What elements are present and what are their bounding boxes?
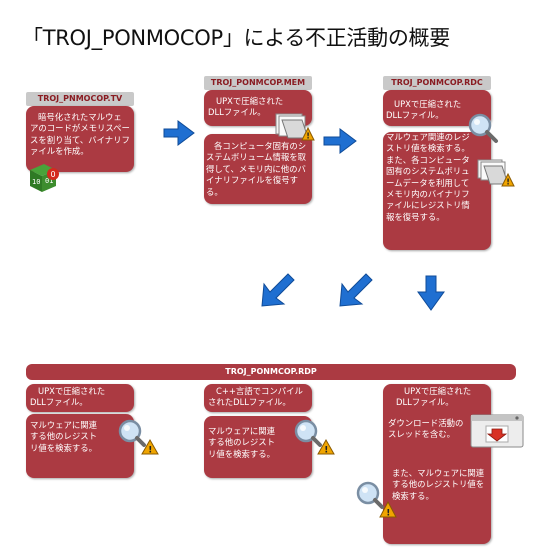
rdp-header-bar bbox=[26, 364, 516, 380]
svg-text:!: ! bbox=[306, 132, 310, 141]
svg-text:!: ! bbox=[506, 178, 510, 187]
mem-text: 各コンピュータ固有のシステムボリューム情報を取得して、メモリ内に他のバイナリファ… bbox=[206, 141, 307, 197]
rdp-col1-upx: UPXで圧縮されたDLLファイル。 bbox=[30, 386, 106, 408]
magnifier-warning-icon: ! bbox=[118, 419, 159, 456]
blue-arrow-icon bbox=[261, 273, 295, 307]
tv-box bbox=[26, 106, 134, 172]
rdc-text-box bbox=[383, 132, 491, 250]
rdc-text: マルウェア関連のレジストリ値を検索する。また、各コンピュータ固有のシステムボリュ… bbox=[386, 132, 470, 222]
mem-text-box bbox=[204, 134, 312, 204]
svg-text:0: 0 bbox=[51, 170, 56, 179]
mem-upx-text: UPXで圧縮されたDLLファイル。 bbox=[208, 96, 284, 118]
blue-arrow-icon bbox=[323, 128, 357, 154]
magnifier-warning-icon: ! bbox=[294, 419, 335, 456]
folder-warning-icon: ! bbox=[275, 113, 315, 141]
magnifier-warning-icon: ! bbox=[356, 481, 397, 519]
tv-header: TROJ_PNMOCOP.TV bbox=[26, 92, 134, 106]
svg-text:01: 01 bbox=[45, 177, 53, 185]
blue-arrow-icon bbox=[417, 275, 445, 311]
rdc-upx-text: UPXで圧縮されたDLLファイル。 bbox=[386, 99, 462, 121]
blue-arrow-icon bbox=[163, 120, 195, 146]
rdp-col2-upx: C++言語でコンパイルされたDLLファイル。 bbox=[208, 386, 303, 408]
rdc-header: TROJ_PONMCOP.RDC bbox=[383, 76, 491, 90]
rdp-col3-text2: また、マルウェアに関連する他のレジストリ値を検索する。 bbox=[392, 468, 485, 501]
rdp-col1-upx-box bbox=[26, 384, 134, 412]
rdp-col2-upx-box bbox=[204, 384, 312, 412]
folder-warning-icon: ! bbox=[477, 159, 515, 187]
svg-text:!: ! bbox=[386, 509, 390, 519]
download-window-icon bbox=[470, 414, 524, 448]
rdp-col2-text: マルウェアに関連する他のレジストリ値を検索する。 bbox=[208, 426, 275, 459]
tv-text: 暗号化されたマルウェアのコードがメモリスペースを割り当て、バイナリファイルを作成… bbox=[30, 112, 130, 157]
magnifier-warning-icon bbox=[468, 113, 498, 143]
svg-text:!: ! bbox=[324, 446, 328, 456]
svg-text:!: ! bbox=[148, 446, 152, 456]
page-title: 「TROJ_PONMOCOP」による不正活動の概要 bbox=[22, 26, 450, 50]
svg-text:10: 10 bbox=[32, 178, 40, 186]
blue-arrow-icon bbox=[339, 273, 373, 307]
rdp-header: TROJ_PONMCOP.RDP bbox=[225, 367, 317, 376]
rdp-col2-text-box bbox=[204, 416, 312, 478]
rdp-col1-text-box bbox=[26, 414, 134, 478]
binary-cube-icon: 10 01 0 bbox=[30, 164, 59, 192]
rdp-col3-box bbox=[383, 384, 491, 544]
rdp-col1-text: マルウェアに関連する他のレジストリ値を検索する。 bbox=[30, 420, 97, 453]
rdp-col3-upx: UPXで圧縮されたDLLファイル。 bbox=[396, 386, 472, 408]
rdp-col3-text1: ダウンロード活動のスレッドを含む。 bbox=[388, 418, 464, 440]
mem-header: TROJ_PONMCOP.MEM bbox=[204, 76, 312, 90]
